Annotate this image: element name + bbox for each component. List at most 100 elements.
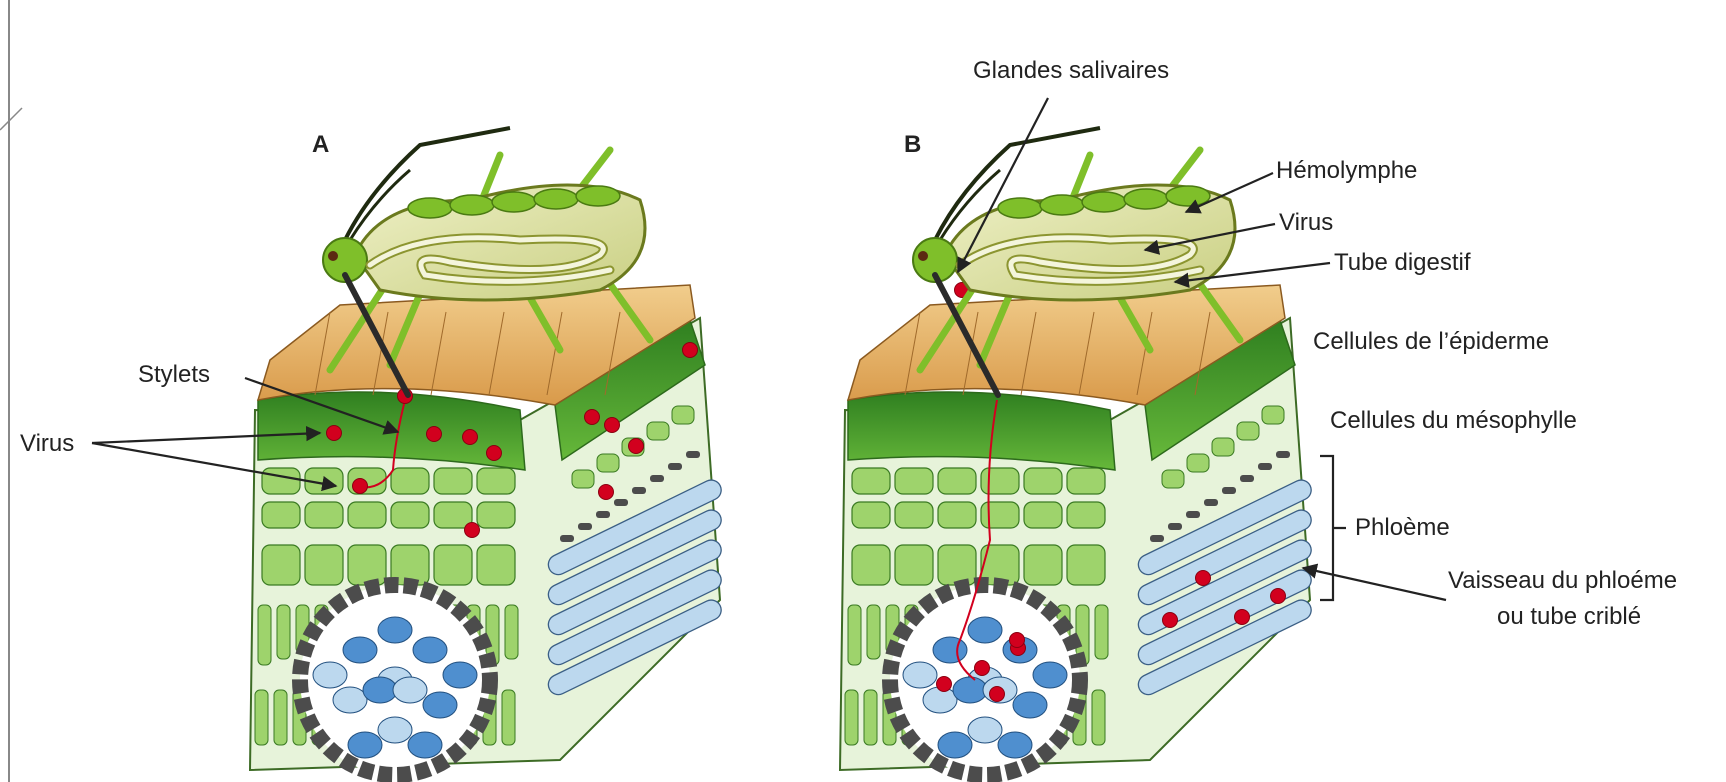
mesophyll-cell [938, 468, 976, 494]
palisade-cell [845, 690, 858, 745]
label-virus-a: Virus [20, 430, 74, 457]
label-vaisseau-line2: ou tube criblé [1497, 603, 1641, 630]
side-mesophyll-cell [1262, 406, 1284, 424]
phloem-cell [393, 677, 427, 703]
palisade-cell [505, 605, 518, 659]
mesophyll-cell [434, 502, 472, 528]
virus-particle [465, 523, 480, 538]
mesophyll-cell [895, 502, 933, 528]
phloem-cell [413, 637, 447, 663]
mesophyll-cell [895, 468, 933, 494]
virus-particle [427, 427, 442, 442]
sheath-cell [632, 487, 646, 494]
mesophyll-cell [262, 545, 300, 585]
phloem-cell [378, 617, 412, 643]
phloem-cell [343, 637, 377, 663]
side-mesophyll-cell [597, 454, 619, 472]
sheath-cell [596, 511, 610, 518]
virus-particle [937, 677, 952, 692]
phloem-cell [968, 717, 1002, 743]
aphid-segment [534, 189, 578, 209]
virus-particle [1196, 571, 1211, 586]
sheath-cell [650, 475, 664, 482]
mesophyll-cell [434, 468, 472, 494]
mesophyll-cell [852, 468, 890, 494]
phloem-cell [313, 662, 347, 688]
palisade-cell [848, 605, 861, 665]
phloem-cell [998, 732, 1032, 758]
label-cellules-epiderme: Cellules de l’épiderme [1313, 328, 1549, 355]
mesophyll-cell [477, 502, 515, 528]
phloem-cell [378, 717, 412, 743]
phloem-cell [1033, 662, 1067, 688]
side-mesophyll-cell [572, 470, 594, 488]
phloem-cell [443, 662, 477, 688]
aphid-segment [492, 192, 536, 212]
mesophyll-cell [981, 468, 1019, 494]
virus-particle [585, 410, 600, 425]
sheath-cell [1168, 523, 1182, 530]
phloem-cell [348, 732, 382, 758]
label-cellules-mesophylle: Cellules du mésophylle [1330, 407, 1577, 434]
aphid-segment [408, 198, 452, 218]
mesophyll-cell [852, 502, 890, 528]
side-mesophyll-cell [1162, 470, 1184, 488]
mesophyll-cell [262, 502, 300, 528]
side-mesophyll-cell [1212, 438, 1234, 456]
phloem-cell [933, 637, 967, 663]
mesophyll-cell [1067, 545, 1105, 585]
virus-particle [353, 479, 368, 494]
sheath-cell [560, 535, 574, 542]
virus-particle [975, 661, 990, 676]
bracket-phloeme [1320, 456, 1346, 600]
label-stylets: Stylets [138, 361, 210, 388]
phloem-cell [938, 732, 972, 758]
sheath-cell [1276, 451, 1290, 458]
virus-particle [1010, 633, 1025, 648]
sheath-cell [614, 499, 628, 506]
palisade-cell [1092, 690, 1105, 745]
sheath-cell [1222, 487, 1236, 494]
sheath-cell [1240, 475, 1254, 482]
aphid-segment [998, 198, 1042, 218]
virus-particle [990, 687, 1005, 702]
virus-particle [327, 426, 342, 441]
aphid-segment [1082, 192, 1126, 212]
frame-diagonal [0, 108, 22, 130]
mesophyll-cell [981, 502, 1019, 528]
virus-particle [1163, 613, 1178, 628]
mesophyll-cell [305, 545, 343, 585]
mesophyll-cell [1067, 468, 1105, 494]
mesophyll-cell [938, 545, 976, 585]
mesophyll-cell [852, 545, 890, 585]
palisade-cell [867, 605, 880, 659]
label-virus-b: Virus [1279, 209, 1333, 236]
label-phloeme: Phloème [1355, 514, 1450, 541]
phloem-cell [953, 677, 987, 703]
mesophyll-cell [391, 502, 429, 528]
mesophyll-cell [895, 545, 933, 585]
sheath-cell [1204, 499, 1218, 506]
palisade-cell [274, 690, 287, 745]
sheath-cell [1150, 535, 1164, 542]
aphid-segment [1124, 189, 1168, 209]
sheath-cell [1258, 463, 1272, 470]
palisade-cell [1095, 605, 1108, 659]
palisade-cell [255, 690, 268, 745]
virus-particle [487, 446, 502, 461]
label-glandes-salivaires: Glandes salivaires [973, 57, 1169, 84]
mesophyll-cell [348, 545, 386, 585]
aphid-segment [450, 195, 494, 215]
mesophyll-cell [1024, 468, 1062, 494]
leaf-section-a [250, 285, 725, 775]
aphid-eye [918, 251, 928, 261]
label-vaisseau-line1: Vaisseau du phloéme [1448, 567, 1677, 594]
label-hemolymphe: Hémolymphe [1276, 157, 1417, 184]
virus-particle [605, 418, 620, 433]
palisade-cell [258, 605, 271, 665]
side-mesophyll-cell [1237, 422, 1259, 440]
virus-particle [599, 485, 614, 500]
palisade-cell [502, 690, 515, 745]
leaf-section-b [840, 243, 1315, 776]
